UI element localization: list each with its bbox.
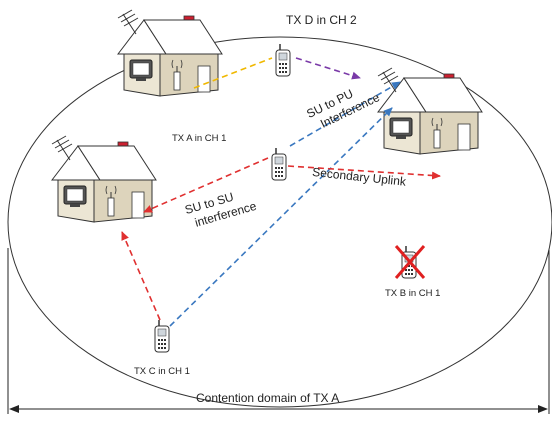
house-left xyxy=(51,135,157,223)
label-tx-c: TX C in CH 1 xyxy=(134,366,190,377)
su-to-su-label: SU to SU interference xyxy=(183,190,258,230)
su-to-su-interference xyxy=(143,157,269,213)
secondary-uplink-label: Secondary Uplink xyxy=(312,165,408,189)
su-to-pu-from-center xyxy=(289,81,401,147)
secondary-uplink-arrow xyxy=(287,165,441,180)
label-tx-d: TX D in CH 2 xyxy=(286,13,357,27)
phone-center xyxy=(271,147,287,181)
contention-domain-label: Contention domain of TX A xyxy=(196,391,339,405)
su-to-pu-from-tx-c xyxy=(169,107,393,327)
tx-c-to-house-arrow xyxy=(121,231,161,321)
label-tx-a: TX A in CH 1 xyxy=(172,133,226,144)
link-tx-d xyxy=(295,57,361,80)
phone-tx-c xyxy=(154,319,170,353)
contention-domain-ellipse xyxy=(7,36,552,408)
secondary-uplink-label-group: Secondary Uplink xyxy=(312,165,408,189)
phone-tx-d xyxy=(275,43,291,77)
label-tx-b: TX B in CH 1 xyxy=(385,288,440,299)
phone-tx-b xyxy=(394,245,426,279)
su-to-pu-label: SU to PU Interference xyxy=(304,86,382,130)
link-tx-a-to-tx-d xyxy=(193,57,273,89)
house-right xyxy=(377,67,483,155)
